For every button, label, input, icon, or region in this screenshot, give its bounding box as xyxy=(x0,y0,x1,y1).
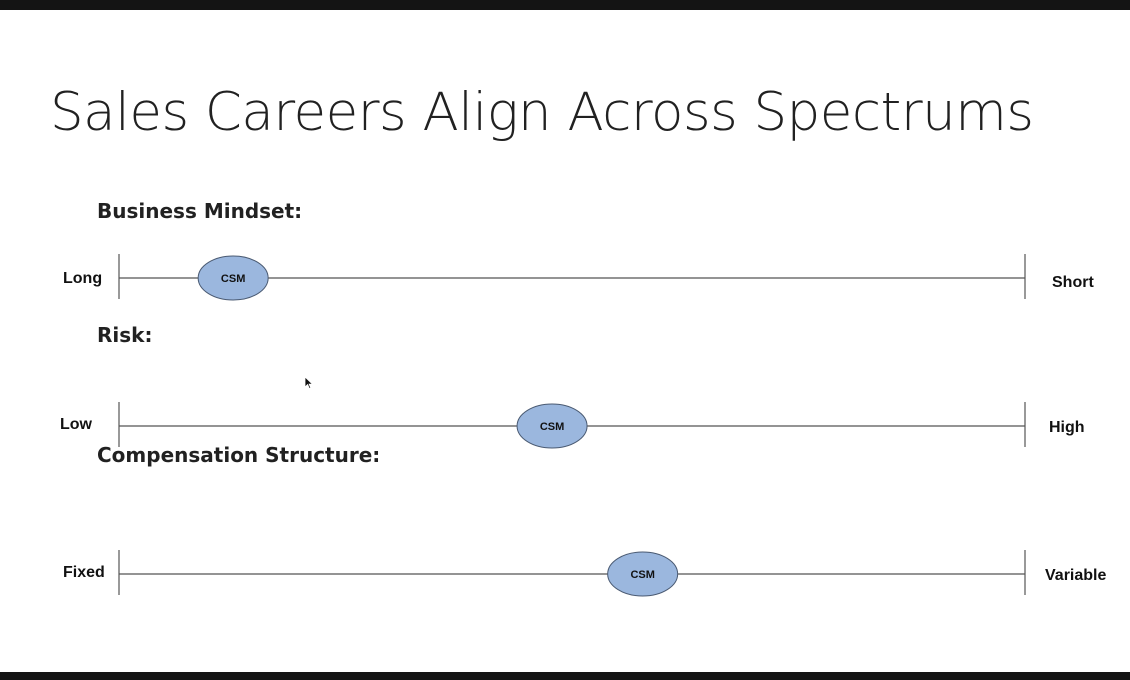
csm-marker xyxy=(197,255,269,301)
spectrum-right-label-business-mindset: Short xyxy=(1052,274,1094,291)
csm-marker-label: CSM xyxy=(630,569,654,581)
csm-marker-label: CSM xyxy=(540,421,564,433)
spectrum-left-label-business-mindset: Long xyxy=(63,270,103,287)
spectrum-right-label-risk: High xyxy=(1049,419,1085,436)
mouse-pointer-icon xyxy=(304,376,314,390)
csm-marker xyxy=(516,403,588,449)
csm-marker-label: CSM xyxy=(221,273,245,285)
top-letterbox-bar xyxy=(0,0,1130,10)
spectrum-heading-business-mindset: Business Mindset: xyxy=(97,199,303,223)
spectrum-left-label-compensation-structure: Fixed xyxy=(63,564,105,581)
csm-marker xyxy=(607,551,679,597)
presentation-slide xyxy=(0,10,1130,672)
spectrum-left-label-risk: Low xyxy=(60,416,92,433)
slide-title: Sales Careers Align Across Spectrums xyxy=(50,82,1034,143)
spectrum-heading-compensation-structure: Compensation Structure: xyxy=(97,443,381,467)
spectrum-heading-risk: Risk: xyxy=(97,323,153,347)
bottom-letterbox-bar xyxy=(0,672,1130,680)
spectrum-right-label-compensation-structure: Variable xyxy=(1045,567,1107,584)
